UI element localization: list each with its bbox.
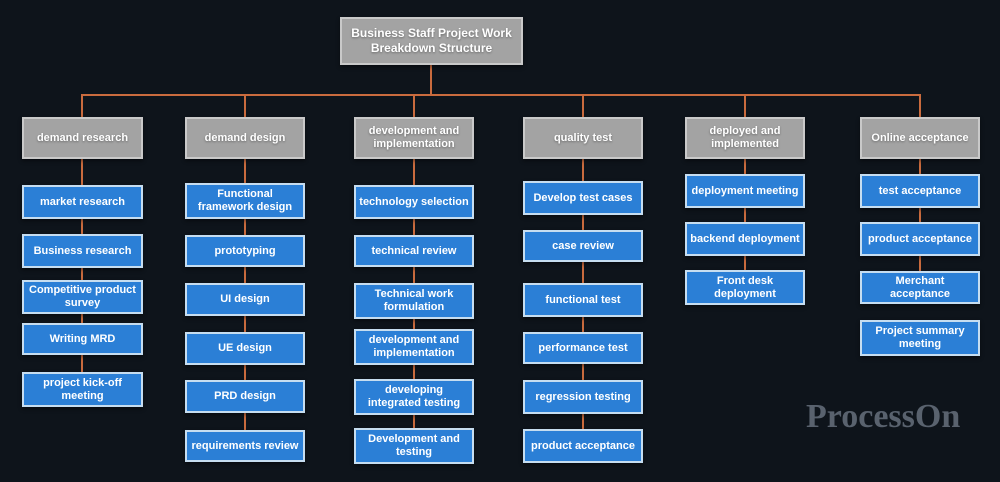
task-label: deployment meeting — [691, 184, 799, 197]
task-node: UE design — [185, 332, 305, 365]
task-label: Merchant acceptance — [890, 274, 950, 300]
connector-drop-branch-5 — [744, 94, 746, 117]
connector-drop-branch-3 — [413, 94, 415, 117]
task-label: case review — [552, 239, 614, 252]
task-label: Technical work formulation — [374, 288, 454, 313]
task-label: functional test — [545, 293, 621, 306]
task-node: Merchant acceptance — [860, 271, 980, 304]
task-label: product acceptance — [531, 439, 635, 452]
task-node: regression testing — [523, 380, 643, 414]
task-label: regression testing — [535, 390, 631, 403]
task-node: Front desk deployment — [685, 270, 805, 305]
task-node: Writing MRD — [22, 323, 143, 355]
task-node: Business research — [22, 234, 143, 268]
task-label: prototyping — [214, 244, 276, 257]
task-node: prototyping — [185, 235, 305, 267]
task-node: deployment meeting — [685, 174, 805, 208]
task-node: product acceptance — [860, 222, 980, 256]
task-node: case review — [523, 230, 643, 262]
task-label: UE design — [218, 342, 272, 354]
task-node: test acceptance — [860, 174, 980, 208]
task-node: UI design — [185, 283, 305, 316]
processon-watermark: ProcessOn — [806, 398, 961, 435]
task-node: product acceptance — [523, 429, 643, 463]
branch-node-deployed-implemented: deployed and implemented — [685, 117, 805, 159]
branch-node-demand-research: demand research — [22, 117, 143, 159]
connector-drop-branch-6 — [919, 94, 921, 117]
task-label: Business research — [33, 244, 132, 257]
task-node: development and implementation — [354, 329, 474, 365]
task-label: requirements review — [191, 439, 299, 452]
connector-horizontal-rail — [81, 94, 920, 96]
branch-label: deployed and implemented — [709, 125, 781, 150]
branch-label: quality test — [553, 131, 613, 144]
task-node: requirements review — [185, 430, 305, 462]
task-node: Development and testing — [354, 428, 474, 464]
task-label: Develop test cases — [533, 191, 633, 204]
task-node: Competitive product survey — [22, 280, 143, 314]
task-label: technology selection — [359, 195, 469, 208]
branch-node-demand-design: demand design — [185, 117, 305, 159]
task-node: market research — [22, 185, 143, 219]
task-label: technical review — [371, 244, 457, 257]
task-node: Project summary meeting — [860, 320, 980, 356]
task-label: product acceptance — [868, 232, 972, 245]
branch-label: development and implementation — [368, 125, 460, 150]
task-label: project kick-off meeting — [43, 376, 122, 402]
task-node: PRD design — [185, 380, 305, 413]
task-node: technical review — [354, 235, 474, 267]
connector-drop-branch-2 — [244, 94, 246, 117]
task-label: Writing MRD — [49, 332, 116, 345]
wbs-root-label: Business Staff Project Work Breakdown St… — [351, 26, 512, 55]
task-label: PRD design — [214, 390, 276, 402]
branch-label: Online acceptance — [871, 131, 969, 144]
task-node: performance test — [523, 332, 643, 364]
connector-drop-branch-4 — [582, 94, 584, 117]
branch-node-quality-test: quality test — [523, 117, 643, 159]
task-label: Project summary meeting — [875, 325, 965, 350]
task-node: Develop test cases — [523, 181, 643, 215]
task-label: development and implementation — [368, 334, 460, 359]
task-node: Functional framework design — [185, 183, 305, 219]
task-label: Functional framework design — [197, 188, 293, 213]
task-label: Competitive product survey — [29, 284, 136, 309]
task-node: technology selection — [354, 185, 474, 219]
branch-label: demand research — [36, 131, 129, 144]
task-node: project kick-off meeting — [22, 372, 143, 407]
task-label: Development and testing — [368, 433, 460, 458]
task-label: Front desk deployment — [714, 274, 776, 300]
task-node: Technical work formulation — [354, 283, 474, 319]
connector-drop-branch-1 — [81, 94, 83, 117]
branch-node-online-acceptance: Online acceptance — [860, 117, 980, 159]
task-node: backend deployment — [685, 222, 805, 256]
task-label: developing integrated testing — [367, 384, 461, 409]
task-label: UI design — [220, 293, 270, 305]
branch-node-development-implementation: development and implementation — [354, 117, 474, 159]
connector-spine-branch-5 — [744, 159, 746, 272]
task-label: test acceptance — [878, 184, 962, 197]
connector-spine-branch-6 — [919, 159, 921, 273]
task-label: backend deployment — [690, 232, 800, 245]
task-node: functional test — [523, 283, 643, 317]
connector-root-stem — [430, 65, 432, 95]
task-label: performance test — [538, 341, 628, 354]
task-label: market research — [39, 195, 125, 208]
wbs-root-node: Business Staff Project Work Breakdown St… — [340, 17, 523, 65]
branch-label: demand design — [204, 131, 286, 144]
task-node: developing integrated testing — [354, 379, 474, 415]
